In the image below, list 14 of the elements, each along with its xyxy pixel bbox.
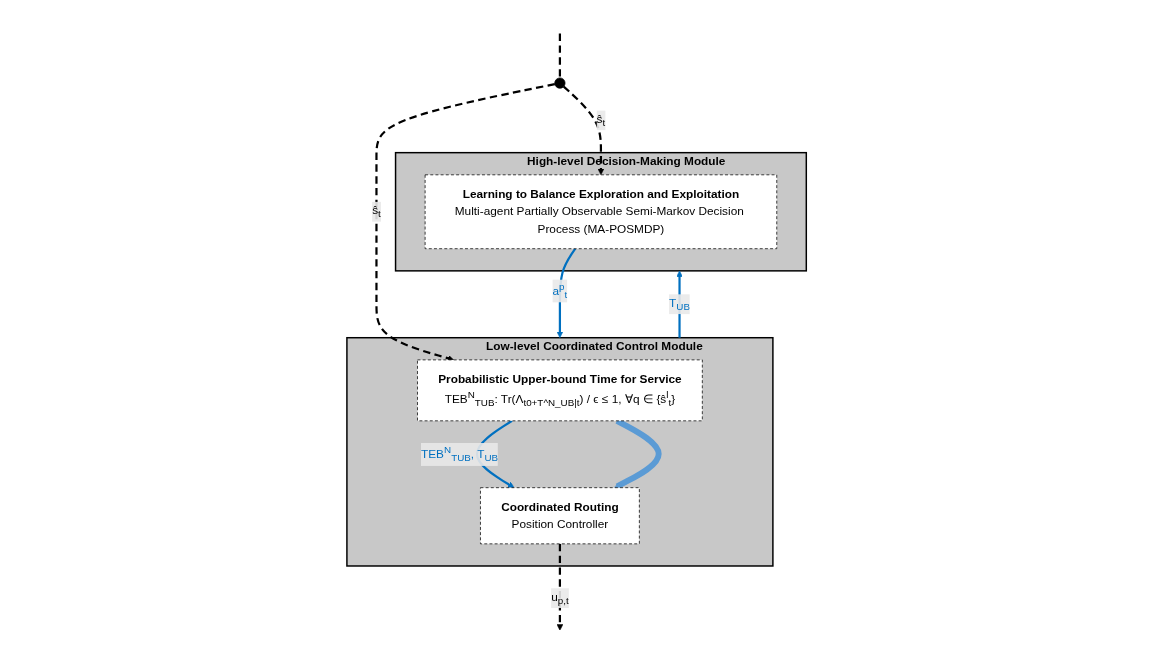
arrow: [562, 85, 605, 176]
arrow: [556, 543, 564, 631]
edge-label: ŝ$_{t}$: [596, 112, 606, 129]
edge-label: T$_{UB}$: [668, 296, 690, 313]
arrow: [676, 270, 683, 338]
node-box: Learning to Balance Exploration and Exploitation Multi-agent Partially Observable Semi-Markov Decision Process (MA-POSMDP): [424, 174, 777, 250]
arrow: [556, 248, 577, 338]
node-circle: [554, 77, 566, 89]
node-box: Coordinated Routing Position Controller: [479, 487, 640, 545]
edge-label: ŝ$_{t}$: [372, 203, 381, 220]
node-box: Probabilistic Upper-bound Time for Service TEB$^{N}$$_{TUB}$: Tr(Λ$_{t0+T^N_UB|t}$) / ϵ ≤ 1, ∀q ∈ {ŝ$^{l}$$_{t}$}: [417, 359, 703, 422]
edge-label: TEB$^{N}$$_{TUB}$, T$_{UB}$: [420, 444, 498, 464]
connector: [558, 33, 561, 78]
edge-label: u$_{p,t}$: [551, 590, 569, 607]
